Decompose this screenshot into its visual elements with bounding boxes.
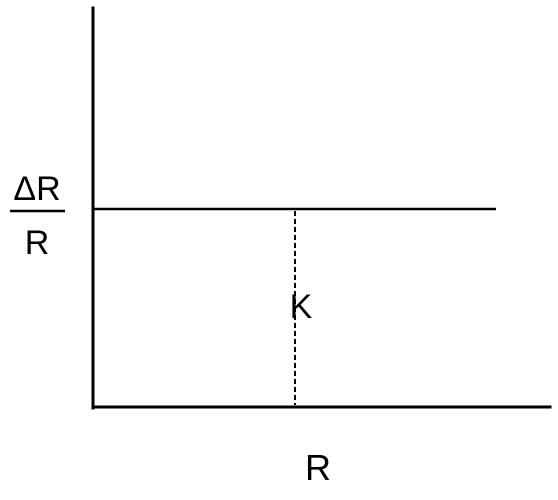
- x-axis-label: R: [305, 447, 331, 488]
- dashed-line-label: K: [290, 288, 313, 326]
- y-axis-label-numerator: ΔR: [13, 170, 60, 208]
- y-axis-label-denominator: R: [25, 224, 50, 262]
